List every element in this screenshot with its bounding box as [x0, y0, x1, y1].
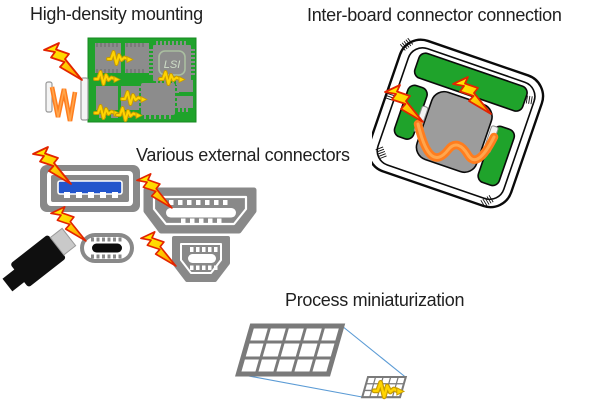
title-process-miniaturization: Process miniaturization [285, 290, 465, 310]
small-chip [96, 86, 118, 110]
surge-waveform-icon [413, 119, 499, 164]
board-connector [366, 37, 545, 209]
lightning-bolt-icon [140, 231, 177, 267]
connector-body [415, 90, 493, 174]
inter-board-connector-illustration [366, 26, 562, 226]
hdmi-connector [143, 187, 257, 234]
power-plug [2, 227, 77, 292]
wafer-grid-large [238, 326, 342, 374]
lightning-bolt-icon [43, 42, 83, 81]
mini-usb-connector [172, 236, 230, 282]
external-connectors-illustration [0, 140, 270, 310]
lsi-chip-label: LSI [164, 59, 181, 71]
process-miniaturization-illustration [222, 314, 417, 404]
pcb-illustration: LSI [25, 30, 225, 135]
title-inter-board-connector: Inter-board connector connection [307, 5, 562, 25]
soic-chip [177, 76, 193, 112]
lsi-chip: LSI [149, 41, 195, 85]
magnifier-lines [237, 325, 407, 398]
title-external-connectors: Various external connectors [136, 145, 350, 165]
title-high-density-mounting: High-density mounting [30, 4, 203, 24]
usb-c-connector [80, 233, 134, 263]
esd-surge-waveform [45, 77, 89, 122]
